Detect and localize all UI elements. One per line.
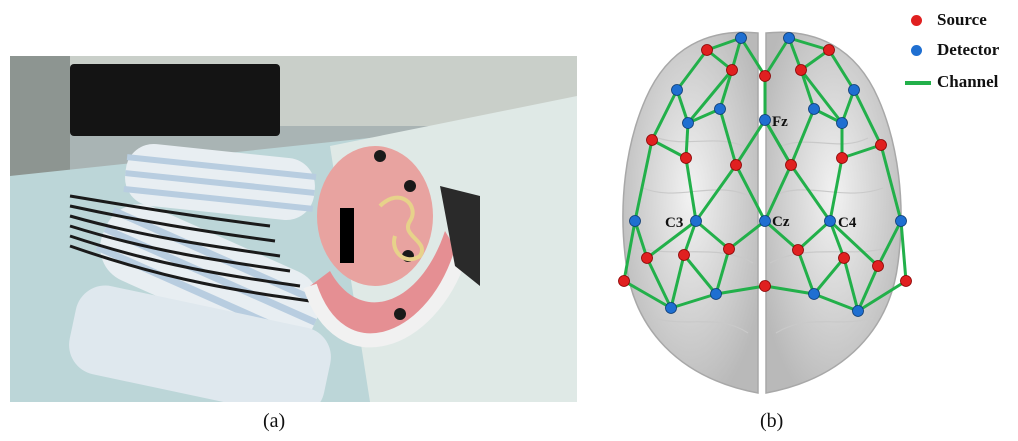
source-dot-icon (911, 15, 922, 26)
label-fz: Fz (772, 114, 788, 130)
left-hemisphere (623, 32, 758, 393)
legend-label: Detector (937, 38, 999, 62)
monitor-device (70, 64, 280, 136)
pink-cap (317, 146, 433, 286)
legend-channel: Channel (905, 70, 1018, 94)
label-cz: Cz (772, 214, 790, 230)
brain-montage: Fz C3 Cz C4 (598, 28, 923, 400)
label-c3: C3 (665, 215, 683, 231)
legend: Source Detector Channel (905, 4, 1018, 104)
infant-photo (10, 56, 577, 402)
label-c4: C4 (838, 215, 857, 231)
legend-label: Source (937, 8, 987, 32)
detector-dot-icon (911, 45, 922, 56)
brain-montage-svg: Fz C3 Cz C4 (598, 28, 923, 400)
legend-detector: Detector (905, 38, 1018, 62)
legend-label: Channel (937, 70, 998, 94)
caption-b: (b) (760, 410, 783, 433)
legend-source: Source (905, 8, 1018, 32)
channel-line-icon (905, 81, 931, 85)
infant-photo-illustration (10, 56, 577, 402)
caption-a: (a) (263, 410, 285, 433)
face-mask-bar (340, 208, 354, 263)
right-hemisphere (766, 32, 901, 393)
